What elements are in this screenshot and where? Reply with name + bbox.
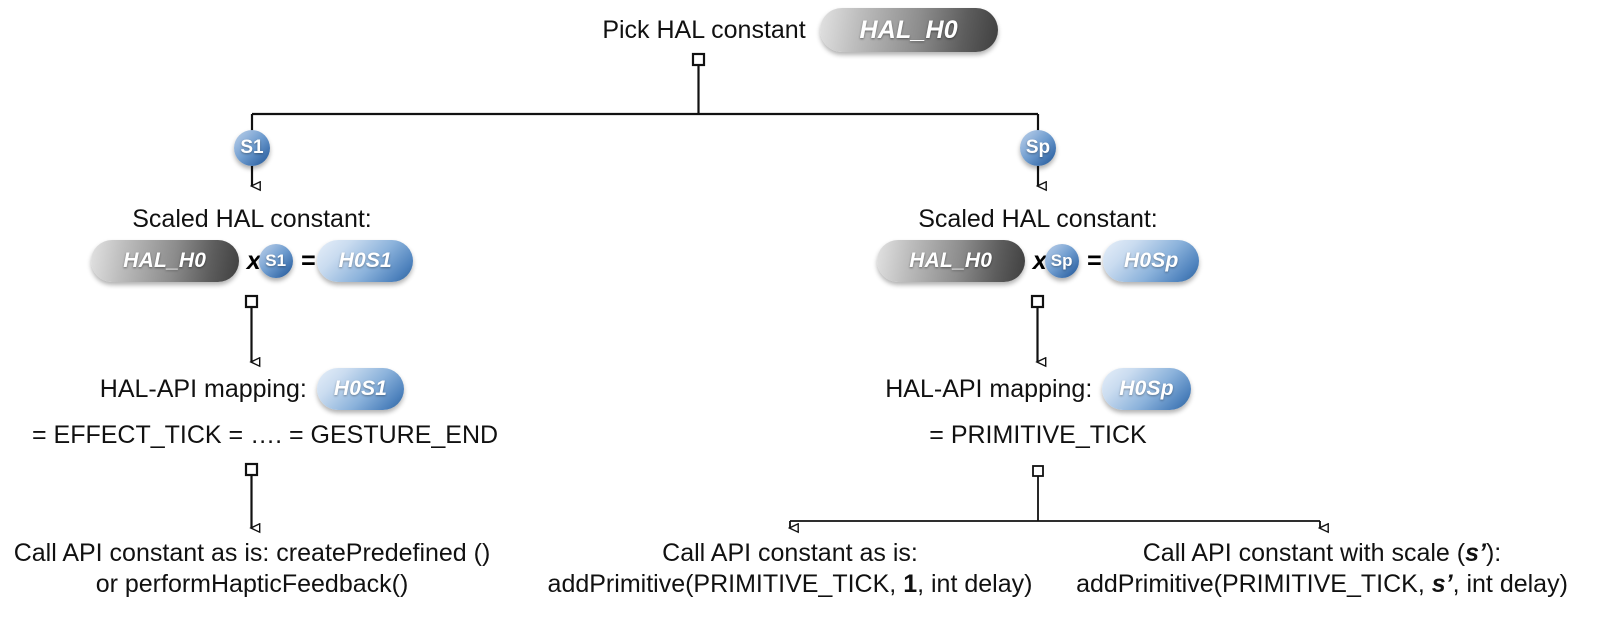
outcome-middle-line1: Call API constant as is: xyxy=(662,539,918,567)
branch-circle-sp[interactable]: Sp xyxy=(1020,130,1056,166)
root-label: Pick HAL constant xyxy=(602,16,806,44)
scaled-operand-scale-s1[interactable]: S1 xyxy=(258,244,293,278)
outcome-left-line2: or performHapticFeedback() xyxy=(95,570,409,598)
mapping-block-sp: HAL-API mapping: H0Sp = PRIMITIVE_TICK xyxy=(818,368,1258,450)
multiply-operator-sp: x xyxy=(1032,246,1047,275)
outcome-middle-line2-pre: addPrimitive(PRIMITIVE_TICK, xyxy=(547,570,904,598)
mapping-chip-sp[interactable]: H0Sp xyxy=(1102,368,1191,410)
mapping-label-sp: HAL-API mapping: xyxy=(885,374,1093,403)
branch-circle-sp-label: Sp xyxy=(1020,130,1056,166)
scaled-operand-hal-s1[interactable]: HAL_H0 xyxy=(90,240,239,282)
mapping-equation-s1: = EFFECT_TICK = …. = GESTURE_END xyxy=(32,421,499,449)
scaled-title-s1: Scaled HAL constant: xyxy=(132,205,372,233)
wire-mapping-to-outcomes-right xyxy=(790,465,1320,528)
outcome-left-line1: Call API constant as is: createPredefine… xyxy=(13,539,491,567)
outcome-right-line1: Call API constant with scale (s’): xyxy=(1060,538,1584,569)
outcome-middle: Call API constant as is: addPrimitive(PR… xyxy=(530,538,1050,600)
wire-root-split xyxy=(250,52,1040,131)
outcome-middle-line2-post: , int delay) xyxy=(917,570,1033,598)
equals-operator-sp: = xyxy=(1086,246,1102,275)
outcome-right: Call API constant with scale (s’): addPr… xyxy=(1060,538,1584,600)
multiply-operator-s1: x xyxy=(246,246,261,275)
scaled-operand-scale-sp[interactable]: Sp xyxy=(1044,244,1079,278)
mapping-row-s1: HAL-API mapping: H0S1 xyxy=(32,368,472,410)
outcome-middle-line2: addPrimitive(PRIMITIVE_TICK, 1, int dela… xyxy=(530,569,1050,600)
equals-operator-s1: = xyxy=(300,246,316,275)
scaled-result-s1[interactable]: H0S1 xyxy=(317,240,414,282)
mapping-row-sp: HAL-API mapping: H0Sp xyxy=(818,368,1258,410)
outcome-middle-line2-emphasis: 1 xyxy=(903,570,918,598)
scaled-result-sp[interactable]: H0Sp xyxy=(1103,240,1200,282)
mapping-equation-sp: = PRIMITIVE_TICK xyxy=(929,421,1147,449)
wire-mapping-to-outcome-left xyxy=(244,462,257,528)
branch-circle-s1[interactable]: S1 xyxy=(234,130,270,166)
mapping-block-s1: HAL-API mapping: H0S1 = EFFECT_TICK = …. … xyxy=(32,368,499,450)
wire-scaled-to-mapping-right xyxy=(1030,294,1043,362)
wire-scaled-to-mapping-left xyxy=(244,294,257,362)
outcome-right-line2-post: , int delay) xyxy=(1452,570,1568,598)
scaled-operand-hal-sp[interactable]: HAL_H0 xyxy=(876,240,1025,282)
branch-circle-s1-label: S1 xyxy=(234,130,270,166)
outcome-right-line1-pre: Call API constant with scale ( xyxy=(1142,539,1466,567)
root-chip-hal-constant[interactable]: HAL_H0 xyxy=(819,8,998,52)
outcome-right-line2: addPrimitive(PRIMITIVE_TICK, s’, int del… xyxy=(1060,569,1584,600)
outcome-right-line2-pre: addPrimitive(PRIMITIVE_TICK, xyxy=(1076,570,1432,598)
mapping-label-s1: HAL-API mapping: xyxy=(99,374,307,403)
mapping-chip-s1[interactable]: H0S1 xyxy=(316,368,405,410)
scaled-title-sp: Scaled HAL constant: xyxy=(918,205,1158,233)
outcome-right-line1-post: ): xyxy=(1485,539,1502,567)
outcome-right-line2-emphasis: s’ xyxy=(1431,570,1453,598)
outcome-left: Call API constant as is: createPredefine… xyxy=(0,538,504,600)
outcome-right-line1-emphasis: s’ xyxy=(1465,539,1486,567)
root-node: Pick HAL constant HAL_H0 xyxy=(0,8,1600,52)
